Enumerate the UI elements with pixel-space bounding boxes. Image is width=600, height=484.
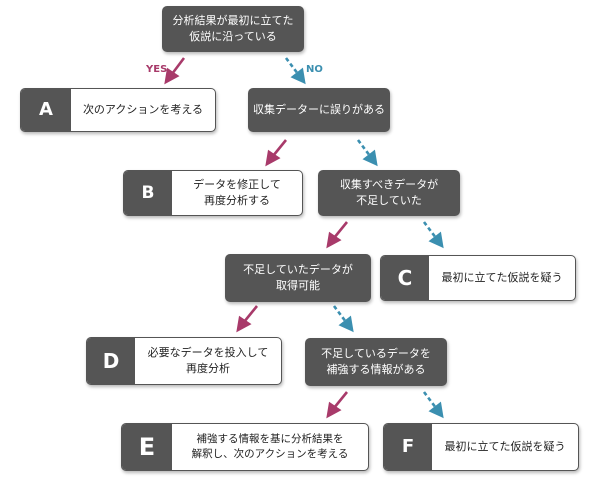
answer-line-1: 次のアクションを考える: [82, 103, 204, 117]
no-arrowhead-1: [290, 67, 306, 85]
question-line-1: 収集すべきデータが: [339, 178, 439, 192]
yes-label: YES: [146, 64, 168, 75]
answer-line-1: 必要なデータを投入して: [147, 346, 269, 360]
yes-arrow-2: [271, 139, 288, 157]
no-arrowhead-4: [338, 315, 354, 333]
question-data-error: 収集データーに誤りがある: [248, 88, 390, 132]
answer-line-1: データを修正して: [193, 178, 281, 192]
yes-arrowhead-1: [164, 67, 180, 85]
question-line-1: 不足していたデータが: [243, 263, 353, 277]
answer-letter: B: [124, 171, 172, 215]
answer-letter: A: [21, 89, 71, 131]
question-line-2: 補強する情報がある: [326, 363, 426, 376]
question-line-1: 収集データーに誤りがある: [253, 103, 385, 117]
answer-text: 最初に立てた仮説を疑う: [429, 256, 575, 300]
no-arrow-3: [422, 221, 438, 239]
question-line-2: 取得可能: [275, 279, 320, 292]
answer-text: 補強する情報を基に分析結果を 解釈し、次のアクションを考える: [172, 424, 368, 470]
answer-letter: D: [87, 338, 135, 384]
no-arrowhead-2: [362, 149, 378, 167]
yes-arrowhead-3: [326, 231, 342, 249]
answer-text: データを修正して 再度分析する: [172, 171, 302, 215]
answer-b: B データを修正して 再度分析する: [123, 170, 303, 216]
question-data-missing: 収集すべきデータが 不足していた: [318, 170, 460, 216]
no-arrowhead-3: [428, 231, 444, 249]
answer-d: D 必要なデータを投入して 再度分析: [86, 337, 282, 385]
no-arrowhead-5: [428, 401, 444, 419]
yes-arrow-5: [332, 391, 349, 409]
answer-text: 次のアクションを考える: [71, 89, 215, 131]
yes-arrow-1: [170, 57, 186, 75]
answer-line-2: 解釈し、次のアクションを考える: [191, 448, 349, 460]
answer-f: F 最初に立てた仮説を疑う: [383, 423, 579, 471]
answer-line-2: 再度分析: [185, 362, 230, 375]
answer-line-1: 最初に立てた仮説を疑う: [444, 440, 566, 454]
answer-line-1: 補強する情報を基に分析結果を: [196, 432, 344, 445]
no-arrow-5: [422, 391, 438, 409]
question-data-obtainable: 不足していたデータが 取得可能: [225, 254, 371, 302]
no-label: NO: [306, 64, 323, 75]
answer-text: 必要なデータを投入して 再度分析: [135, 338, 281, 384]
no-arrow-4: [332, 305, 348, 323]
question-supplementary-info: 不足しているデータを 補強する情報がある: [305, 338, 447, 386]
answer-letter: F: [384, 424, 432, 470]
question-hypothesis-match: 分析結果が最初に立てた 仮説に沿っている: [162, 6, 304, 52]
question-line-1: 不足しているデータを: [321, 347, 431, 361]
answer-letter: C: [381, 256, 429, 300]
yes-arrowhead-4: [236, 315, 252, 333]
answer-letter: E: [122, 424, 172, 470]
answer-line-1: 最初に立てた仮説を疑う: [441, 271, 563, 285]
yes-arrow-4: [242, 305, 259, 323]
answer-line-2: 再度分析する: [203, 194, 270, 207]
answer-c: C 最初に立てた仮説を疑う: [380, 255, 576, 301]
answer-a: A 次のアクションを考える: [20, 88, 216, 132]
question-line-2: 仮説に沿っている: [189, 30, 277, 43]
question-line-2: 不足していた: [356, 194, 422, 207]
yes-arrowhead-2: [265, 149, 281, 167]
no-arrow-1: [284, 57, 300, 75]
answer-text: 最初に立てた仮説を疑う: [432, 424, 578, 470]
yes-arrow-3: [332, 221, 349, 239]
yes-arrowhead-5: [326, 401, 342, 419]
question-line-1: 分析結果が最初に立てた: [172, 14, 294, 28]
answer-e: E 補強する情報を基に分析結果を 解釈し、次のアクションを考える: [121, 423, 369, 471]
no-arrow-2: [356, 139, 372, 157]
